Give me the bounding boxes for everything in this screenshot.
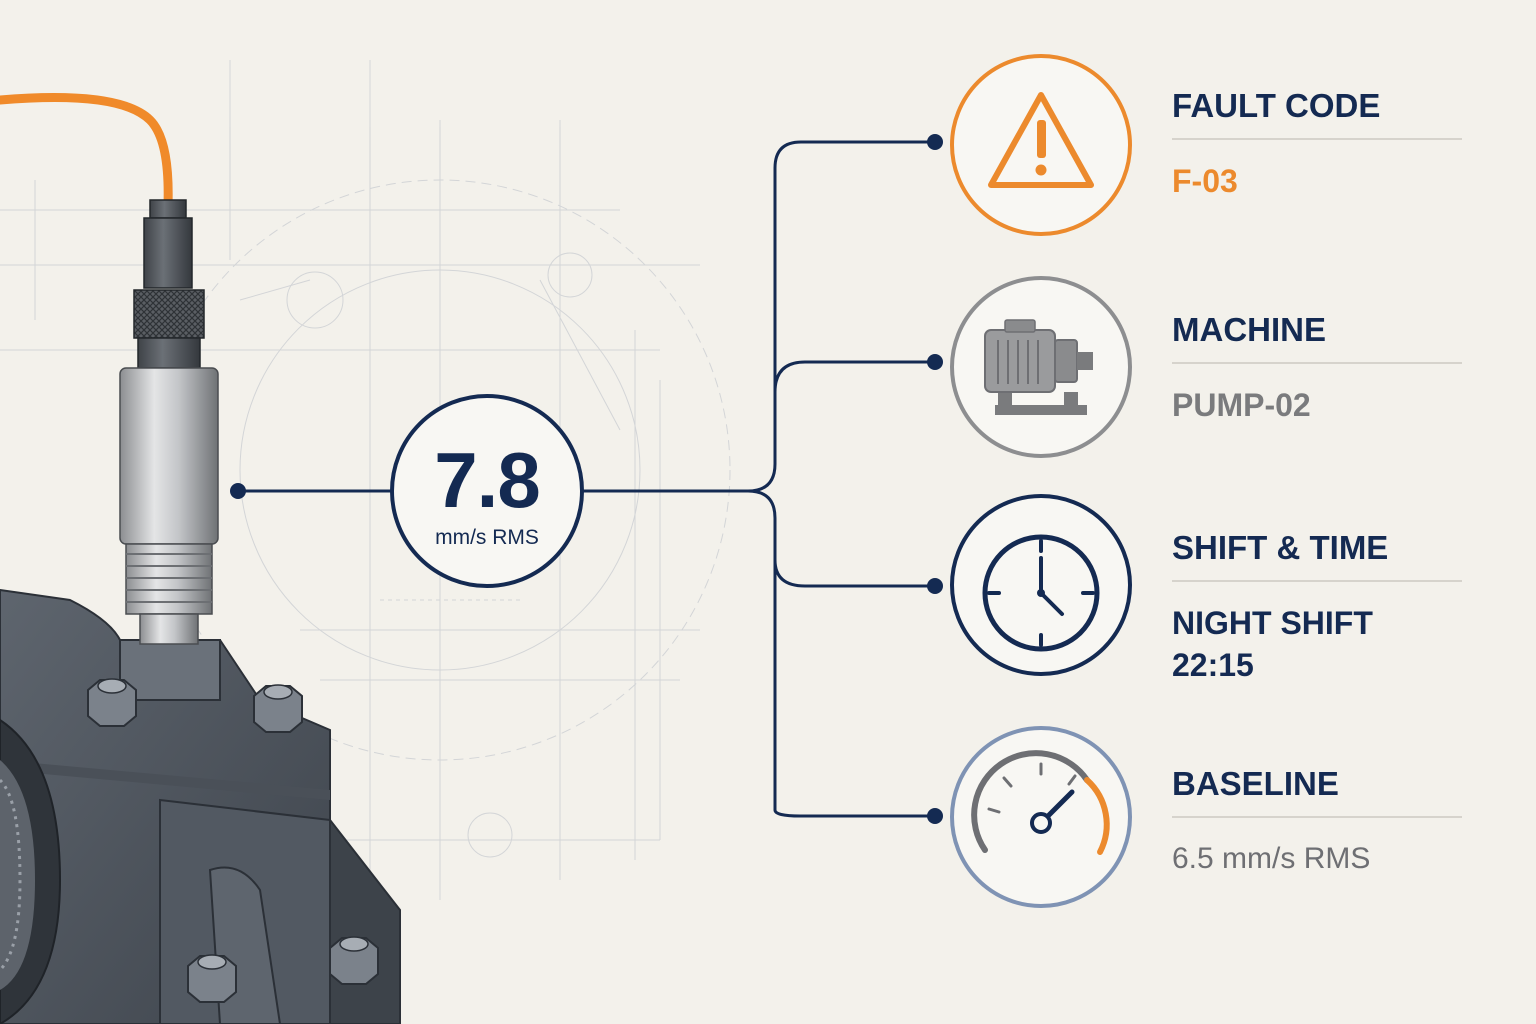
shift-value: NIGHT SHIFT	[1172, 605, 1373, 641]
shift-time-label: SHIFT & TIME	[1172, 529, 1389, 566]
divider	[1172, 816, 1462, 818]
fault-code-value: F-03	[1172, 163, 1238, 199]
vibration-reading-value: 7.8	[434, 436, 540, 524]
reading-circle	[390, 394, 584, 588]
time-value: 22:15	[1172, 647, 1254, 683]
connector-dots	[230, 134, 943, 824]
baseline-card: BASELINE 6.5 mm/s RMS	[1172, 764, 1462, 878]
machine-label: MACHINE	[1172, 311, 1326, 348]
clock-icon	[950, 494, 1132, 676]
shift-time-card: SHIFT & TIME NIGHT SHIFT 22:15	[1172, 528, 1462, 684]
fault-code-label: FAULT CODE	[1172, 87, 1381, 124]
vibration-reading-unit: mm/s RMS	[435, 526, 539, 549]
bearing-housing	[0, 588, 401, 1024]
divider	[1172, 362, 1462, 364]
pump-motor-icon	[950, 276, 1132, 458]
fault-code-card: FAULT CODE F-03	[1172, 86, 1462, 200]
vibration-sensor	[0, 93, 219, 645]
connector-lines	[238, 140, 935, 818]
divider	[1172, 138, 1462, 140]
warning-triangle-icon	[950, 54, 1132, 236]
baseline-value: 6.5 mm/s RMS	[1172, 842, 1371, 875]
gauge-icon	[950, 726, 1132, 908]
baseline-label: BASELINE	[1172, 765, 1339, 802]
housing-bolts	[87, 678, 379, 1003]
machine-card: MACHINE PUMP-02	[1172, 310, 1462, 424]
divider	[1172, 580, 1462, 582]
sensor-cable	[0, 93, 173, 210]
machine-value: PUMP-02	[1172, 387, 1311, 423]
